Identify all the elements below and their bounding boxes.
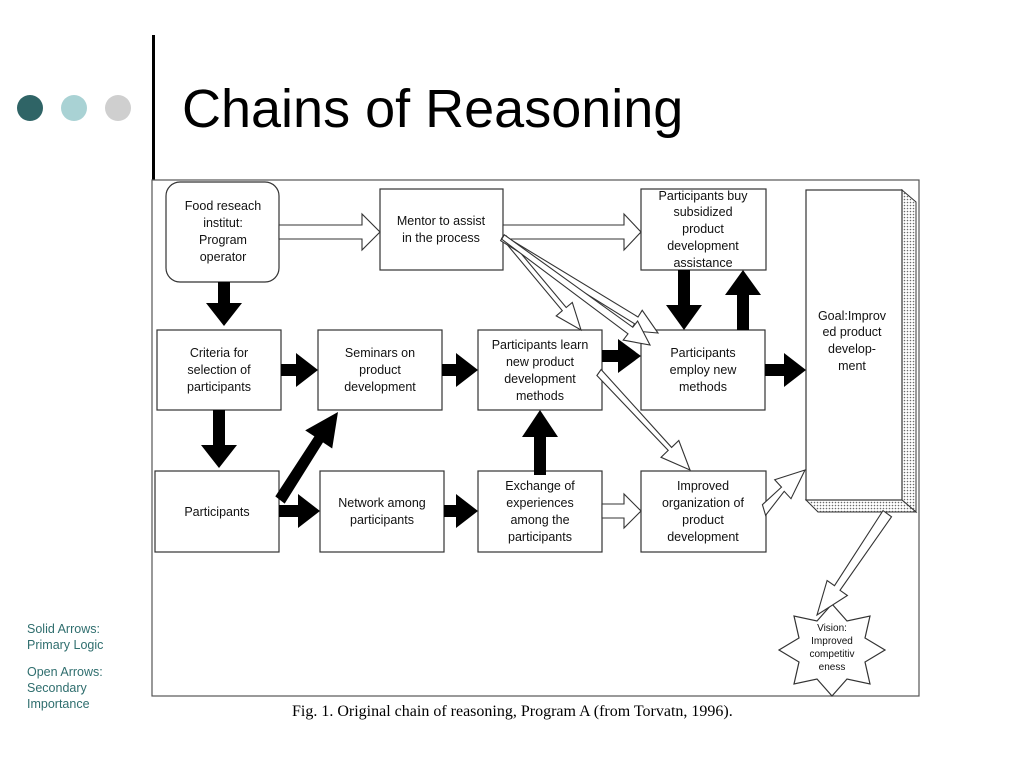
box-food-research	[165, 181, 280, 283]
solid-arrow-criteria-to-participants	[201, 410, 237, 468]
title-divider	[152, 35, 155, 180]
box-network	[319, 470, 445, 553]
legend-solid-line-1: Solid Arrows:	[27, 622, 100, 636]
solid-arrow-criteria-to-seminars	[281, 353, 318, 387]
figure-frame	[151, 179, 920, 697]
solid-arrow-network-to-exchange	[444, 494, 478, 528]
legend-open-line-1: Open Arrows:	[27, 665, 103, 679]
solid-arrow-employ-to-buy	[725, 270, 761, 330]
figure-caption: Fig. 1. Original chain of reasoning, Pro…	[292, 703, 733, 720]
open-arrow-learn-to-improved	[596, 368, 691, 472]
goal-box	[804, 188, 918, 514]
solid-arrow-seminars-to-learn	[442, 353, 478, 387]
box-improved-org	[640, 470, 767, 553]
solid-arrow-exchange-to-learn	[522, 410, 558, 475]
slide-title: Chains of Reasoning	[182, 79, 684, 139]
open-arrow-mentor-to-buy	[502, 212, 642, 252]
solid-arrow-learn-to-employ	[602, 339, 641, 373]
open-arrow-mentor-to-employ-2	[500, 234, 652, 346]
box-criteria	[156, 329, 282, 411]
open-arrow-improved-to-goal	[761, 469, 807, 517]
decor-dot-dark	[17, 95, 43, 121]
legend-open-line-2: Secondary	[27, 681, 87, 695]
box-exchange	[477, 470, 603, 553]
legend-open-line-3: Importance	[27, 697, 90, 711]
open-arrow-exchange-to-improved	[601, 492, 642, 530]
solid-arrow-employ-to-goal	[765, 353, 806, 387]
legend-open-arrows: Open Arrows: Secondary Importance	[27, 664, 103, 712]
open-arrow-goal-to-vision	[816, 509, 893, 617]
vision-star	[777, 603, 887, 697]
box-participants-learn	[477, 329, 603, 411]
open-arrow-food-to-mentor	[278, 212, 381, 252]
node-participants-text: Participants	[184, 505, 249, 519]
solid-arrow-participants-to-seminars	[275, 412, 338, 504]
box-participants-buy	[640, 188, 767, 271]
legend-solid-arrows: Solid Arrows: Primary Logic	[27, 621, 103, 653]
decor-dot-light	[61, 95, 87, 121]
decor-dot-grey	[105, 95, 131, 121]
box-mentor	[379, 188, 504, 271]
open-arrow-mentor-to-employ	[499, 234, 660, 334]
box-participants	[154, 470, 280, 553]
solid-arrow-participants-to-network	[279, 494, 320, 528]
solid-arrow-buy-to-employ	[666, 270, 702, 330]
solid-arrow-food-to-criteria	[206, 282, 242, 326]
legend-solid-line-2: Primary Logic	[27, 638, 104, 652]
